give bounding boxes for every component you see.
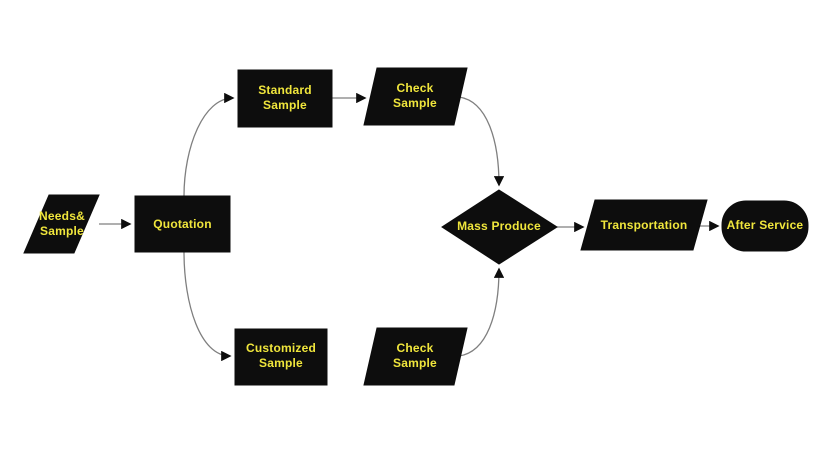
- node-label-line1: Needs&: [39, 209, 85, 223]
- parallelogram-shape: [363, 67, 468, 126]
- node-label-line2: Sample: [393, 356, 437, 370]
- node-transportation: Transportation: [580, 199, 708, 251]
- edge-check-sample-top-to-mass-produce: [458, 96, 505, 187]
- rectangle-shape: [234, 328, 328, 386]
- node-after-service: After Service: [721, 200, 809, 252]
- node-quotation: Quotation: [134, 195, 231, 253]
- node-mass-produce: Mass Produce: [441, 189, 558, 265]
- diamond-shape: [441, 189, 558, 265]
- parallelogram-shape: [363, 327, 468, 386]
- node-label-line2: Sample: [40, 224, 84, 238]
- node-label-line2: Sample: [259, 356, 303, 370]
- node-label-line1: Standard: [258, 83, 312, 97]
- parallelogram-shape: [23, 194, 100, 254]
- node-label: Quotation: [153, 217, 211, 231]
- node-label-line2: Sample: [393, 96, 437, 110]
- node-label: Mass Produce: [457, 219, 541, 233]
- node-customized-sample: Customized Sample: [234, 328, 328, 386]
- rectangle-shape: [134, 195, 231, 253]
- node-label-line1: Check: [396, 341, 433, 355]
- rectangle-shape: [237, 69, 333, 128]
- connectors: [99, 92, 720, 362]
- node-label-line1: Check: [396, 81, 433, 95]
- edge-quotation-to-standard-sample: [183, 92, 235, 197]
- node-label: Transportation: [601, 218, 688, 232]
- node-label-line2: Sample: [263, 98, 307, 112]
- node-check-sample-bottom: Check Sample: [363, 327, 468, 386]
- node-check-sample-top: Check Sample: [363, 67, 468, 126]
- node-label-line1: Customized: [246, 341, 316, 355]
- edge-check-sample-bottom-to-mass-produce: [458, 267, 505, 357]
- terminator-shape: [721, 200, 809, 252]
- node-label: After Service: [727, 218, 804, 232]
- edge-quotation-to-customized-sample: [183, 251, 232, 362]
- node-needs-sample: Needs& Sample: [23, 194, 100, 254]
- parallelogram-shape: [580, 199, 708, 251]
- node-standard-sample: Standard Sample: [237, 69, 333, 128]
